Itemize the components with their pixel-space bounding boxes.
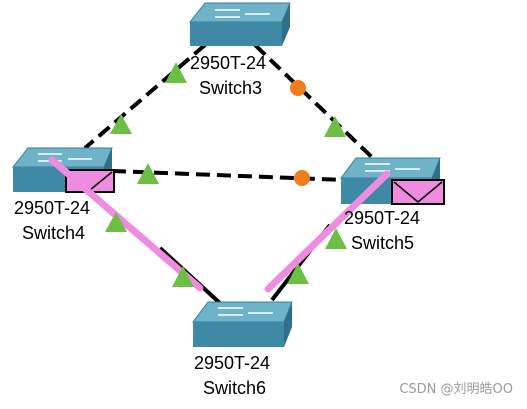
switch6-icon[interactable]: [192, 301, 293, 347]
switch6-name-label: Switch6: [203, 378, 267, 398]
switch4-model-label: 2950T-24: [14, 198, 91, 218]
link-switch4-switch6-highlight[interactable]: [48, 156, 204, 292]
switch5-model-label: 2950T-24: [344, 208, 421, 228]
port-blocked-indicator: [290, 80, 306, 96]
port-up-indicator: [105, 212, 127, 232]
port-blocked-indicator: [294, 170, 310, 186]
port-up-indicator: [287, 263, 309, 284]
switch6-model-label: 2950T-24: [194, 353, 271, 373]
port-up-indicator: [324, 116, 346, 137]
port-up-indicator: [110, 114, 132, 134]
port-up-indicator: [325, 228, 347, 249]
link-switch3-switch4[interactable]: [83, 43, 207, 150]
switch5-icon[interactable]: [340, 157, 445, 205]
switch5-name-label: Switch5: [351, 233, 415, 253]
switch3-name-label: Switch3: [199, 78, 263, 98]
switch4-name-label: Switch4: [22, 223, 86, 243]
switch3-icon[interactable]: [188, 2, 291, 46]
port-up-indicator: [165, 62, 187, 83]
switch3-model-label: 2950T-24: [190, 53, 267, 73]
watermark: CSDN @刘明皓OO: [399, 382, 513, 397]
link-switch3-switch5[interactable]: [253, 43, 380, 165]
port-up-indicator: [172, 266, 194, 287]
port-up-indicator: [137, 163, 159, 184]
link-switch5-switch6-highlight[interactable]: [264, 170, 391, 293]
